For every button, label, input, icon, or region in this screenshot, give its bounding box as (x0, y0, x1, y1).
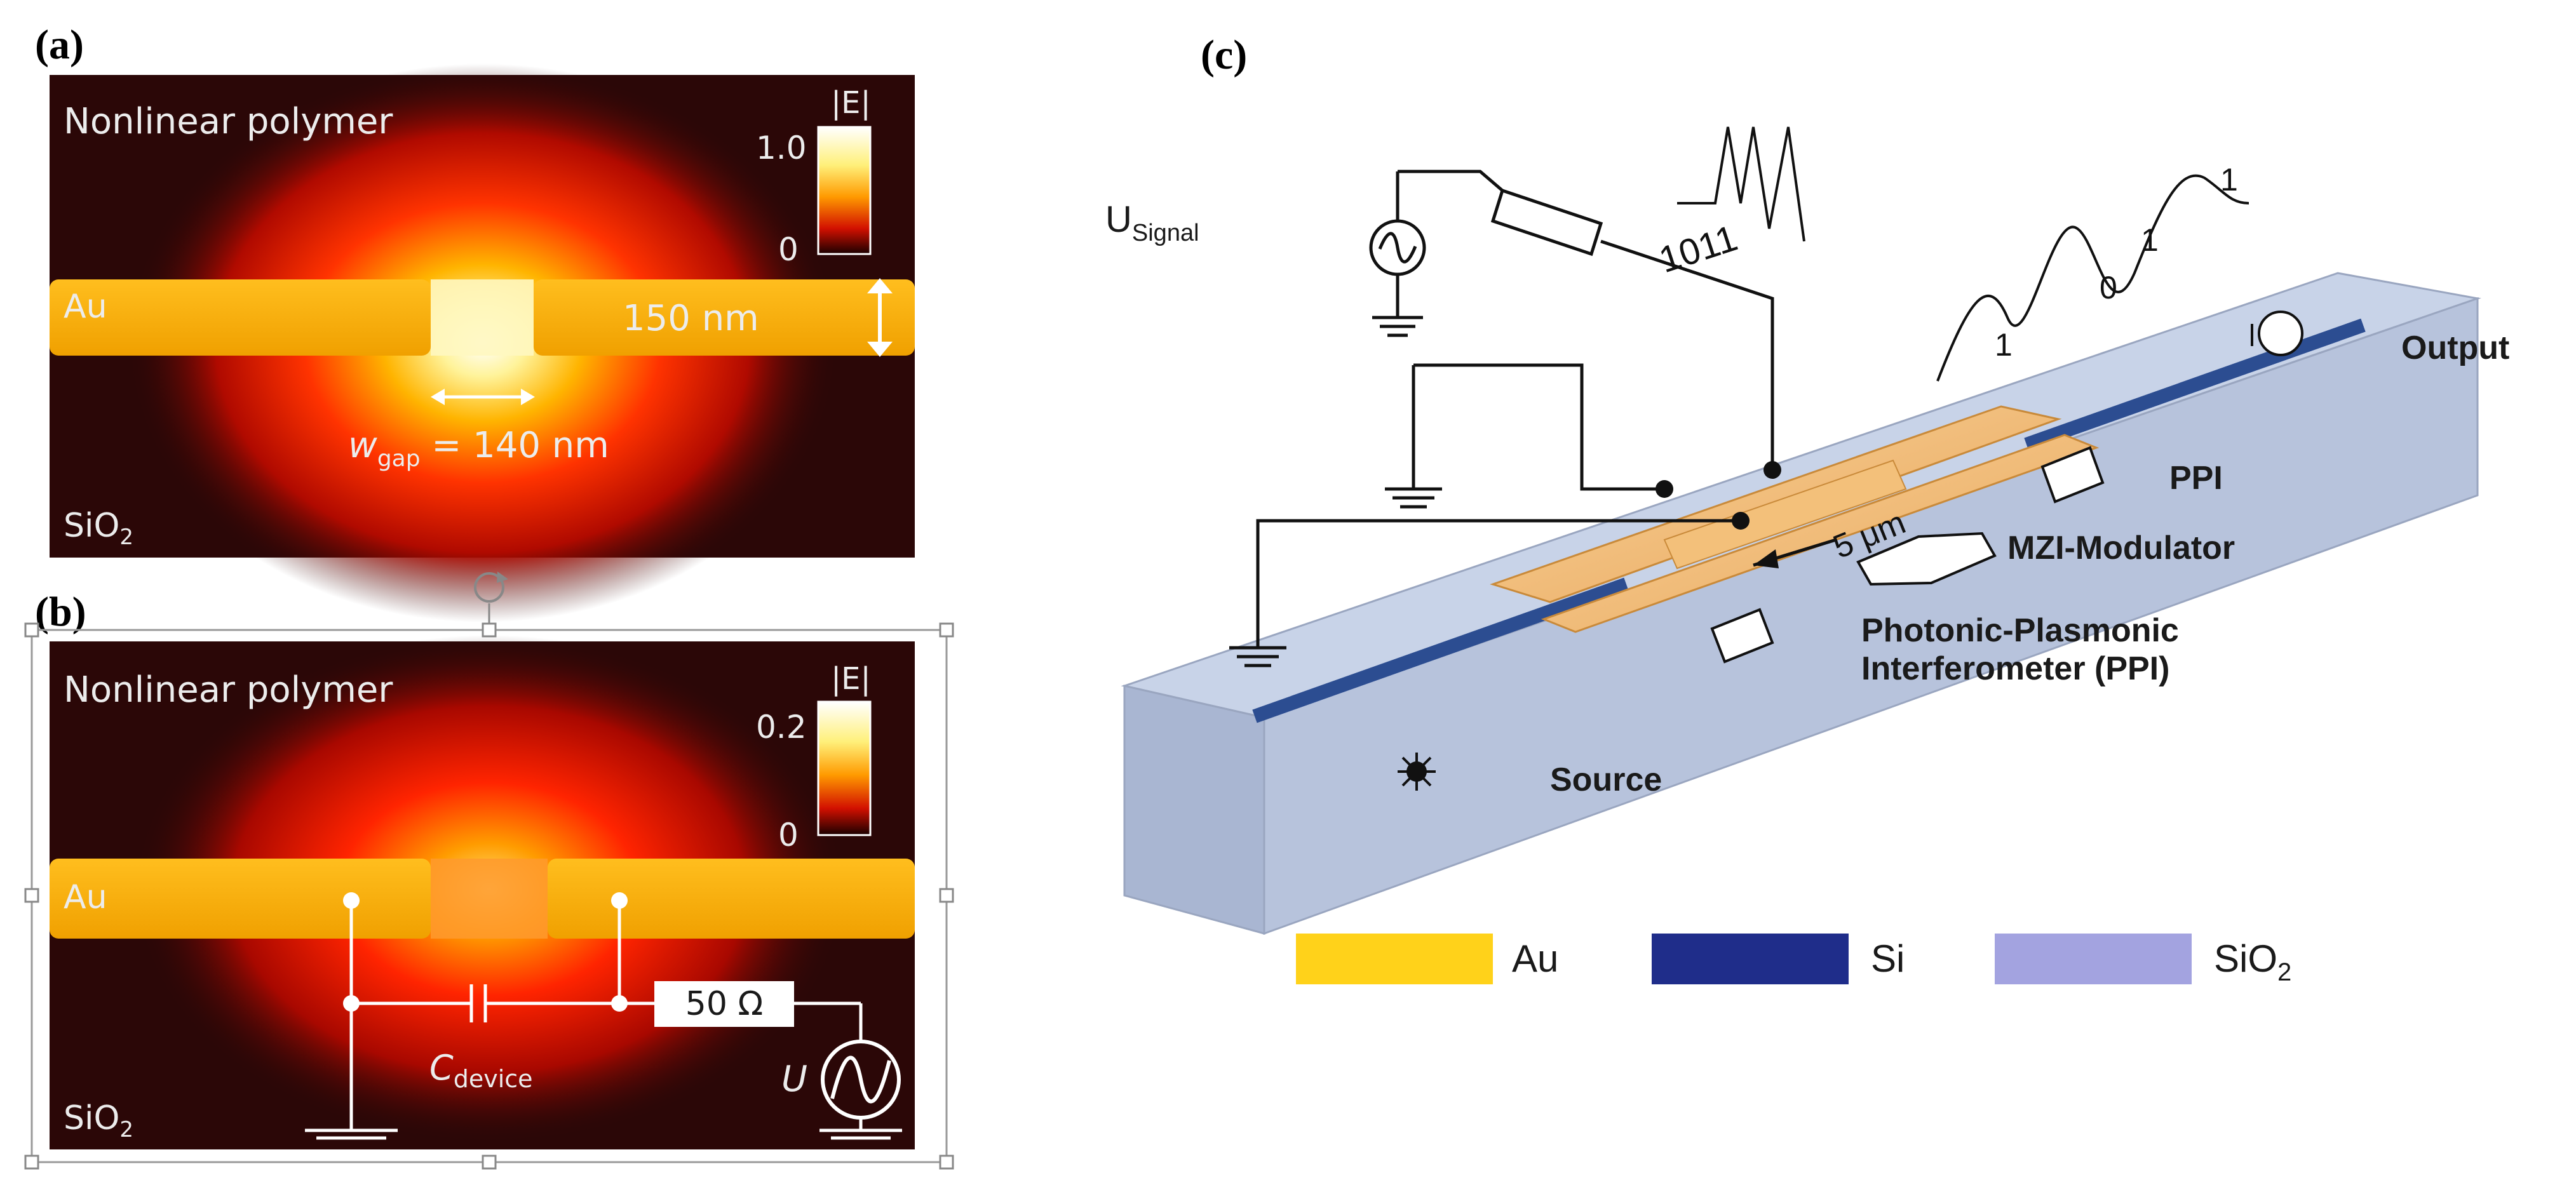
signal-resistor (1490, 188, 1603, 257)
input-bit-pulses (1677, 126, 1805, 242)
contact-dot (1763, 461, 1781, 479)
panel-b-electrode-left (50, 859, 431, 939)
mzi-modulator-icon (1856, 532, 1997, 586)
panel-a-scale-max: 1.0 (756, 130, 807, 166)
panel-b-substrate-label: SiO2 (64, 1099, 133, 1142)
panel-a-thickness-arrow (867, 278, 893, 357)
input-bits-label: 1011 (1654, 217, 1743, 281)
legend-label-si: Si (1871, 937, 1905, 980)
panel-b-node (611, 995, 628, 1012)
output-bit-1: 1 (1995, 327, 2013, 363)
panel-a-scale-min: 0 (778, 231, 799, 268)
legend-swatch-au (1296, 934, 1493, 984)
ppi-label: PPI (2169, 460, 2223, 497)
contact-dot (1656, 480, 1673, 498)
panel-b-field-label: |E| (831, 661, 871, 697)
panel-a: Nonlinear polymer Au 150 nm wgap = 140 n… (50, 64, 915, 622)
legend-label-au: Au (1512, 937, 1558, 980)
panel-a-substrate-label: SiO2 (64, 507, 133, 550)
panel-c-wiring (1229, 170, 1774, 667)
panel-b-medium-label: Nonlinear polymer (64, 669, 393, 711)
panel-c-signal-source (1369, 188, 1603, 276)
panel-b-metal-label: Au (64, 878, 107, 916)
output-bit-pulses (1936, 174, 2249, 382)
ppi-box-icon (2040, 446, 2105, 504)
rotate-handle-icon[interactable] (474, 572, 508, 603)
panel-b-label: (b) (35, 589, 86, 635)
panel-a-electrode-right (534, 279, 915, 356)
output-label: Output (2401, 330, 2509, 366)
panel-a-thickness-label: 150 nm (623, 298, 759, 339)
contact-dot (1732, 512, 1750, 530)
panel-b-node (343, 892, 360, 909)
panel-b-node (343, 995, 360, 1012)
ppi-full-label-line2: Interferometer (PPI) (1861, 650, 2169, 687)
panel-b-scale-max: 0.2 (756, 709, 807, 746)
si-waveguide-output (2024, 318, 2366, 452)
panel-a-metal-label: Au (64, 288, 107, 326)
panel-a-gap-label: wgap = 140 nm (348, 425, 609, 472)
panel-c-chip (1121, 272, 2481, 935)
si-waveguide-input (1252, 577, 1629, 723)
panel-c-label: (c) (1201, 32, 1247, 78)
ppi-box-icon (1710, 608, 1774, 664)
panel-b-electrode-right (548, 859, 915, 939)
panel-a-gap-arrow (431, 389, 535, 405)
mzi-gold-arm (1663, 459, 1907, 570)
panel-a-colorscale (817, 126, 872, 255)
legend-swatch-si (1652, 934, 1849, 984)
panel-b-resistor (654, 981, 794, 1027)
panel-b-scale-min: 0 (778, 817, 799, 854)
panel-b-resistor-label: 50 Ω (685, 985, 763, 1023)
legend-label-sio2: SiO2 (2214, 937, 2291, 986)
output-detector-icon (2251, 311, 2303, 356)
panel-a-medium-label: Nonlinear polymer (64, 101, 393, 142)
output-bit-3: 1 (2141, 222, 2159, 258)
length-arrow (1753, 538, 1837, 568)
legend: Au Si SiO2 (1296, 934, 2291, 986)
signal-source-label: USignal (1105, 199, 1199, 246)
legend-swatch-sio2 (1995, 934, 2192, 984)
mzi-label: MZI-Modulator (2007, 530, 2235, 566)
selection-frame (24, 572, 954, 1170)
mzi-gold-pad-lower (1541, 434, 2100, 633)
chip-front-face (1123, 685, 1265, 935)
output-bit-4: 1 (2220, 162, 2238, 198)
panel-a-field-label: |E| (831, 85, 871, 121)
panel-a-label: (a) (35, 22, 84, 68)
laser-source-icon (1398, 753, 1436, 791)
panel-b-source-label: U (781, 1059, 807, 1100)
panel-a-gap-field (431, 279, 534, 356)
panel-b-node (611, 892, 628, 909)
source-label: Source (1550, 761, 1662, 798)
panel-b: Nonlinear polymer Au |E| 0.2 0 5 (50, 635, 915, 1149)
panel-b-capacitor-label: Cdevice (429, 1048, 533, 1093)
panel-b-colorscale (817, 700, 872, 836)
panel-a-electrode-left (50, 279, 431, 356)
output-bit-2: 0 (2100, 270, 2117, 305)
panel-b-gap-field (431, 859, 548, 939)
panel-b-circuit (305, 900, 902, 1140)
ppi-full-label-line1: Photonic-Plasmonic (1861, 612, 2179, 649)
ac-source-icon (821, 1040, 901, 1120)
